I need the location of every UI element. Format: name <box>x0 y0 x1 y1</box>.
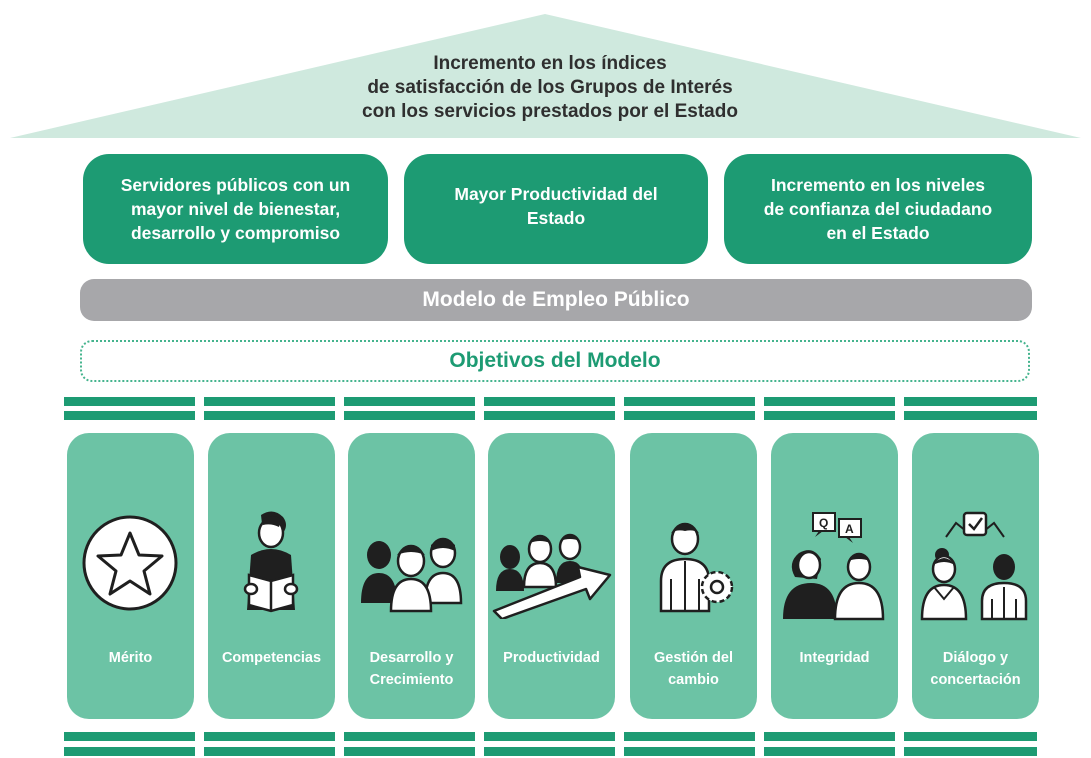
outcome-line: Mayor Productividad del <box>454 184 658 204</box>
pillar-merito: Mérito <box>67 433 194 719</box>
outcome-line: desarrollo y compromiso <box>130 223 341 243</box>
pillar-label-line: Diálogo y <box>942 650 1009 666</box>
pillar-label: Competencias <box>208 647 335 669</box>
pillar-label: Diálogo y concertación <box>912 647 1039 691</box>
pillar-productividad: Productividad <box>488 433 615 719</box>
pillar-label: Desarrollo y Crecimiento <box>348 647 475 691</box>
pillar-label-line: cambio <box>668 672 719 688</box>
roof-triangle <box>10 14 1081 138</box>
pillar-label-line: Gestión del <box>654 650 733 666</box>
roof-line: Incremento en los índices <box>433 53 667 74</box>
pillar-label-line: Crecimiento <box>369 672 454 688</box>
modelo-empleo-bar: Modelo de Empleo Público <box>80 279 1032 321</box>
q-label: Q <box>819 516 828 530</box>
pillar-label: Integridad <box>771 647 898 669</box>
pillar-gestion: Gestión del cambio <box>630 433 757 719</box>
person-gear-icon <box>659 522 734 613</box>
pillar-competencias: Competencias <box>208 433 335 719</box>
group-people-icon <box>361 537 463 613</box>
pillar-label-line: concertación <box>930 672 1021 688</box>
outcome-line: mayor nivel de bienestar, <box>130 199 341 219</box>
outcome-servidores: Servidores públicos con un mayor nivel d… <box>83 154 388 264</box>
outcome-line: de confianza del ciudadano <box>763 199 993 219</box>
agreement-check-icon <box>920 511 1028 621</box>
pillar-label-line: Integridad <box>799 650 870 666</box>
roof-line: de satisfacción de los Grupos de Interés <box>367 77 733 98</box>
pillar-label: Gestión del cambio <box>630 647 757 691</box>
person-reading-icon <box>243 511 299 613</box>
outcome-line: Estado <box>526 208 586 228</box>
outcome-line: Incremento en los niveles <box>771 175 985 195</box>
roof-line: con los servicios prestados por el Estad… <box>362 101 738 122</box>
pillar-integridad: Q A Integridad <box>771 433 898 719</box>
pillar-label-line: Desarrollo y <box>369 650 454 666</box>
pillar-label-line: Productividad <box>503 650 600 666</box>
pillar-desarrollo: Desarrollo y Crecimiento <box>348 433 475 719</box>
outcome-line: Servidores públicos con un <box>120 175 351 195</box>
a-label: A <box>845 522 854 536</box>
qa-people-icon: Q A <box>783 512 885 621</box>
star-icon <box>82 515 178 611</box>
pillar-label-line: Competencias <box>221 650 322 666</box>
pillar-label-line: Mérito <box>108 650 153 666</box>
objetivos-banner: Objetivos del Modelo <box>80 340 1030 382</box>
outcome-line: en el Estado <box>826 223 930 243</box>
team-arrow-icon <box>492 533 612 619</box>
outcome-productividad: Mayor Productividad del Estado <box>404 154 708 264</box>
pillar-label: Productividad <box>488 647 615 669</box>
outcome-confianza: Incremento en los niveles de confianza d… <box>724 154 1032 264</box>
roof-title: Incremento en los índices de satisfacció… <box>250 52 850 124</box>
pillar-label: Mérito <box>67 647 194 669</box>
pillar-dialogo: Diálogo y concertación <box>912 433 1039 719</box>
